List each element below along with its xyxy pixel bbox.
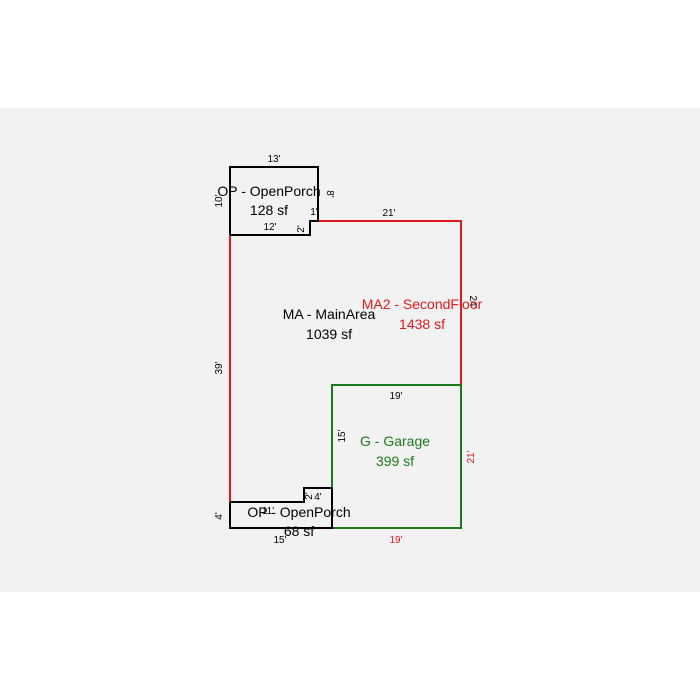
area-size-porch-bottom: 68 sf [284, 523, 314, 539]
dim-porch-bottom-inner: 11' [262, 506, 274, 517]
area-size-second-floor: 1438 sf [399, 316, 445, 332]
area-name-main: MA - MainArea [283, 306, 376, 322]
dim-garage-top: 19' [389, 391, 402, 402]
area-name-second-floor: MA2 - SecondFloor [362, 296, 483, 312]
drawing-panel [0, 108, 700, 592]
dim-porch-bottom-notch-v: 2' [304, 492, 315, 500]
dim-porch-bottom-notch-h: 4' [314, 492, 322, 503]
dim-porch-top-bottom: 12' [263, 222, 276, 233]
dim-porch-top-height: 10' [214, 194, 225, 207]
dim-garage-bottom: 19' [389, 535, 402, 546]
dim-garage-left: 15' [337, 429, 348, 442]
area-name-porch-top: OP - OpenPorch [217, 183, 320, 199]
dim-porch-bottom-bottom: 15' [273, 535, 286, 546]
main-area-outline [310, 220, 462, 385]
area-size-main: 1039 sf [306, 326, 352, 342]
dim-second-right: 24' [467, 295, 478, 308]
dim-porch-top-right: 8' [324, 190, 335, 198]
dim-porch-top-notch-v: 2' [296, 225, 307, 233]
porch-top-outline [229, 166, 319, 236]
dim-porch-bottom-left: 4' [214, 512, 225, 520]
area-name-porch-bottom: OP - OpenPorch [247, 504, 350, 520]
dim-garage-right: 21' [466, 450, 477, 463]
area-size-garage: 399 sf [376, 453, 414, 469]
porch-bottom-outline [229, 487, 333, 529]
garage-outline [331, 384, 462, 529]
dim-porch-top-width: 13' [267, 154, 280, 165]
dim-main-top: 21' [382, 208, 395, 219]
area-name-garage: G - Garage [360, 433, 430, 449]
dim-porch-top-notch-h: 1' [310, 207, 318, 218]
area-size-porch-top: 128 sf [250, 202, 288, 218]
dim-main-left: 39' [214, 361, 225, 374]
